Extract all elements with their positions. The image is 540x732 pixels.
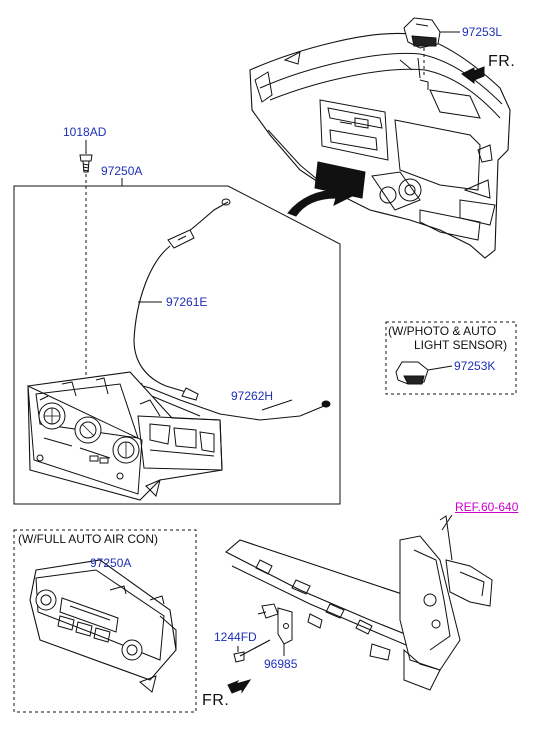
label-97250A: 97250A [101, 164, 143, 178]
label-96985: 96985 [264, 657, 298, 671]
leader-ref [441, 514, 453, 531]
label-ref-60-640[interactable]: REF.60-640 [455, 500, 519, 514]
full-auto-option-box [13, 529, 197, 713]
front-arrow-top-icon [461, 66, 485, 84]
sensor-97253L [403, 17, 441, 49]
control-panel-full-auto [29, 559, 177, 693]
photo-sensor-option-box [385, 321, 517, 395]
dashboard-drawing [249, 32, 511, 259]
label-note-photo-line1: (W/PHOTO & AUTO [388, 324, 497, 338]
front-arrow-bottom-icon [227, 679, 252, 694]
leader-97253K [427, 365, 453, 371]
label-97262H: 97262H [231, 389, 274, 403]
location-arrow-icon [287, 181, 353, 217]
screw-1018AD [79, 154, 93, 162]
sensor-97253K [395, 361, 429, 385]
label-97253L: 97253L [462, 25, 503, 39]
label-1244FD: 1244FD [214, 630, 257, 644]
label-97253K: 97253K [454, 359, 496, 373]
label-97261E: 97261E [166, 295, 208, 309]
part-96985 [257, 603, 293, 645]
label-97250A-2: 97250A [90, 556, 132, 570]
dash-control-unit [314, 161, 366, 199]
cowl-cross-member [225, 515, 493, 691]
label-fr-top: FR. [488, 53, 516, 70]
leader-97262H [261, 399, 293, 411]
assembly-frame [13, 185, 341, 505]
label-fr-bottom: FR. [202, 692, 230, 709]
label-1018AD: 1018AD [63, 125, 107, 139]
screw-1244FD [233, 639, 271, 663]
label-note-photo-line2: LIGHT SENSOR) [414, 338, 508, 352]
control-panel-97250A [27, 371, 223, 501]
label-note-full-auto: (W/FULL AUTO AIR CON) [18, 532, 159, 546]
cable-97261E [133, 198, 231, 401]
